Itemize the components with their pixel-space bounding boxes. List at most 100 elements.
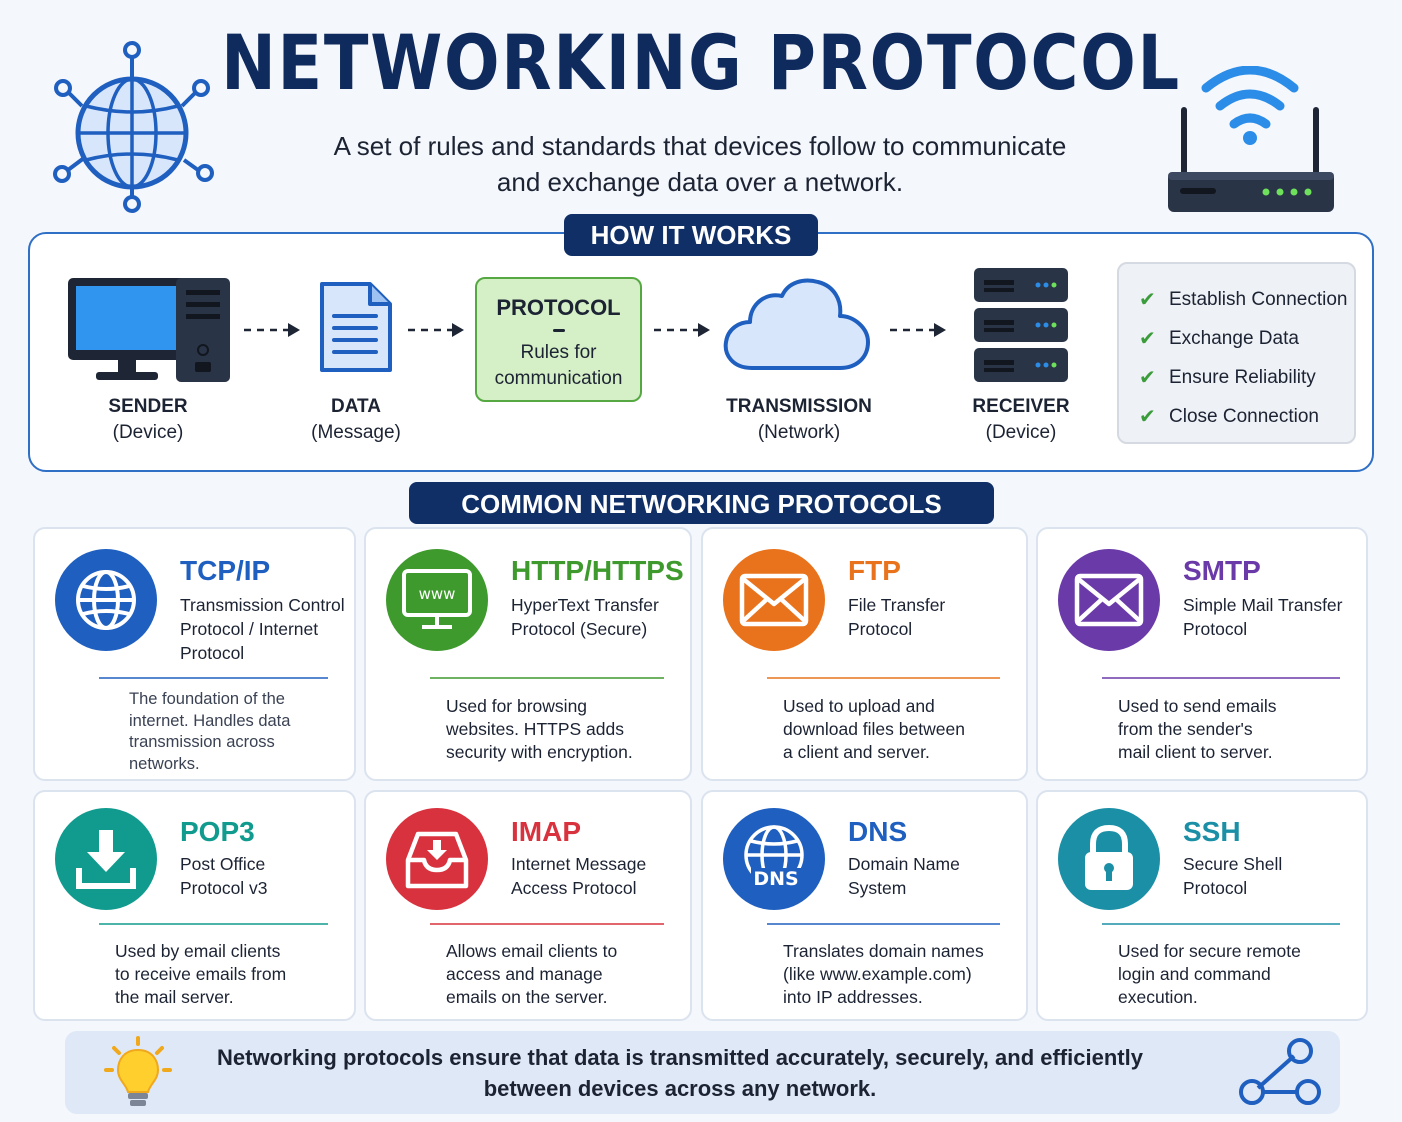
full-name-line: Protocol (Secure) xyxy=(511,619,648,639)
dns-globe-icon: DNS xyxy=(723,808,825,910)
data-sub: (Message) xyxy=(311,422,401,443)
full-name-line: Protocol xyxy=(1183,619,1248,639)
description-line: The foundation of the xyxy=(129,690,285,708)
step-label: Close Connection xyxy=(1169,405,1319,427)
steps-checklist: ✔Establish Connection ✔Exchange Data ✔En… xyxy=(1117,262,1356,444)
protocol-name: SSH xyxy=(1183,816,1241,847)
download-icon xyxy=(55,808,157,910)
full-name-line: Protocol v3 xyxy=(180,878,268,898)
full-name-line: File Transfer xyxy=(848,595,946,615)
common-protocols-heading: COMMON NETWORKING PROTOCOLS xyxy=(409,482,994,524)
wifi-router-icon xyxy=(1162,65,1342,216)
description-line: Allows email clients to xyxy=(446,941,618,961)
dns-text: DNS xyxy=(753,868,798,890)
share-network-icon xyxy=(1236,1036,1324,1108)
full-name-line: Protocol xyxy=(1183,878,1248,898)
dashed-arrow xyxy=(890,321,946,339)
protocol-name: SMTP xyxy=(1183,555,1261,586)
description-line: Used for browsing xyxy=(446,696,588,716)
protocol-name: DNS xyxy=(848,816,908,847)
description-line: download files between xyxy=(783,719,965,739)
cloud-icon xyxy=(722,276,872,374)
dashed-arrow xyxy=(244,321,300,339)
document-icon xyxy=(318,280,394,374)
globe-icon xyxy=(55,549,157,651)
description-line: security with encryption. xyxy=(446,742,633,762)
description-line: from the sender's xyxy=(1118,719,1253,739)
envelope-icon xyxy=(723,549,825,651)
card-divider xyxy=(1102,923,1340,925)
receiver-name: RECEIVER xyxy=(972,396,1070,417)
lightbulb-icon xyxy=(104,1036,172,1110)
protocol-description: Used to send emails from the sender's mail… xyxy=(1118,695,1277,764)
full-name-line: Simple Mail Transfer xyxy=(1183,595,1343,615)
description-line: websites. HTTPS adds xyxy=(446,719,624,739)
protocol-name: HTTP/HTTPS xyxy=(511,555,684,586)
lock-icon xyxy=(1058,808,1160,910)
card-divider xyxy=(1102,677,1340,679)
transmission-label: TRANSMISSION (Network) xyxy=(704,394,894,446)
full-name-line: Secure Shell xyxy=(1183,854,1283,874)
page-title: NETWORKING PROTOCOL xyxy=(221,18,1181,107)
data-name: DATA xyxy=(331,396,381,417)
receiver-label: RECEIVER (Device) xyxy=(946,394,1096,446)
description-line: Used to upload and xyxy=(783,696,935,716)
checklist-item: ✔Close Connection xyxy=(1119,397,1354,436)
description-line: Used to send emails xyxy=(1118,696,1277,716)
footer-banner xyxy=(65,1031,1340,1114)
full-name-line: Protocol xyxy=(848,619,913,639)
checkmark-icon: ✔ xyxy=(1139,328,1156,350)
checklist-item: ✔Ensure Reliability xyxy=(1119,358,1354,397)
receiver-sub: (Device) xyxy=(985,422,1057,443)
how-it-works-heading: HOW IT WORKS xyxy=(564,214,818,256)
subtitle-line-2: and exchange data over a network. xyxy=(496,167,904,197)
transmission-sub: (Network) xyxy=(757,422,841,443)
checklist-item: ✔ Establish Connection xyxy=(1119,280,1354,319)
computer-icon xyxy=(66,276,232,384)
protocol-name: POP3 xyxy=(180,816,255,847)
subtitle-line-1: A set of rules and standards that device… xyxy=(333,131,1067,161)
sender-label: SENDER (Device) xyxy=(68,394,228,446)
dashed-arrow xyxy=(408,321,464,339)
checklist-item: ✔Exchange Data xyxy=(1119,319,1354,358)
inbox-icon xyxy=(386,808,488,910)
protocol-name: FTP xyxy=(848,555,901,586)
description-line: (like www.example.com) xyxy=(783,964,972,984)
full-name-line: Protocol xyxy=(180,643,245,663)
footer-line-2: between devices across any network. xyxy=(483,1076,877,1101)
description-line: Used for secure remote xyxy=(1118,941,1301,961)
protocol-divider xyxy=(552,329,565,332)
protocol-box: PROTOCOL Rules for communication xyxy=(475,277,642,402)
checkmark-icon: ✔ xyxy=(1139,289,1156,311)
dashed-arrow xyxy=(654,321,710,339)
description-line: networks. xyxy=(129,754,200,773)
description-line: Used by email clients xyxy=(115,941,281,961)
protocol-desc-line-2: communication xyxy=(494,368,623,389)
step-label: Ensure Reliability xyxy=(1169,366,1316,388)
protocol-name: TCP/IP xyxy=(180,555,271,586)
protocol-desc-line-1: Rules for xyxy=(520,342,597,363)
description-line: Translates domain names xyxy=(783,941,984,961)
server-icon xyxy=(972,266,1070,384)
description-line: mail client to server. xyxy=(1118,742,1273,762)
protocol-title: PROTOCOL xyxy=(496,295,621,320)
full-name-line: System xyxy=(848,878,907,898)
description-line: a client and server. xyxy=(783,742,930,762)
envelope-icon xyxy=(1058,549,1160,651)
protocol-name: IMAP xyxy=(511,816,581,847)
full-name-line: Access Protocol xyxy=(511,878,637,898)
step-label: Establish Connection xyxy=(1169,288,1348,310)
